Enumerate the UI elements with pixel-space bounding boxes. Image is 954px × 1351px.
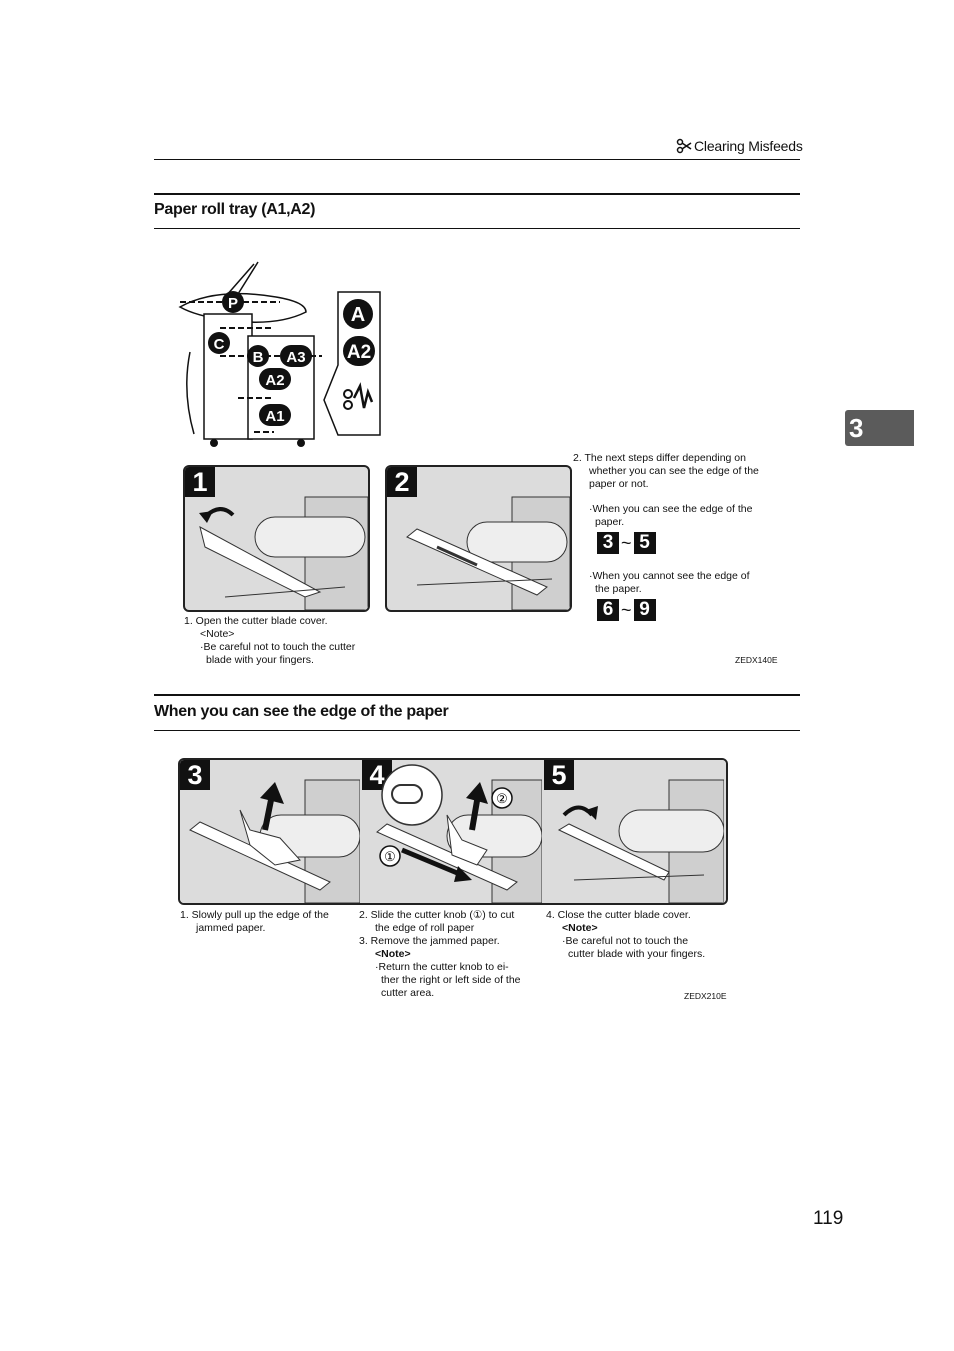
step4-caption-line2: the edge of roll paper — [375, 922, 475, 934]
callout-2: ② — [496, 791, 508, 806]
step4-caption-line1: 2. Slide the cutter knob (①) to cut — [359, 909, 515, 921]
step5-caption-line3: ·Be careful not to touch the — [562, 935, 689, 947]
step4-caption: 2. Slide the cutter knob (①) to cut the … — [359, 909, 521, 1000]
step1-illustration: 1 — [183, 465, 370, 612]
step1-caption-line1: 1. Open the cutter blade cover. — [184, 615, 328, 627]
callout-1: ① — [384, 849, 396, 864]
figure-code-2: ZEDX210E — [684, 991, 727, 1001]
branch-note-line2: whether you can see the edge of the — [589, 465, 759, 477]
branch-note-line1: 2. The next steps differ depending on — [573, 452, 746, 464]
step4-caption-line5: ·Return the cutter knob to ei- — [375, 961, 509, 973]
slide-knob-figure: ① ② — [376, 764, 542, 903]
step-badge-3[interactable]: 3 — [597, 532, 619, 554]
step3-caption: 1. Slowly pull up the edge of the jammed… — [180, 909, 329, 935]
branch-note: 2. The next steps differ depending on wh… — [573, 452, 759, 625]
legend-label-a2: A2 — [347, 342, 371, 363]
location-label-p: P — [228, 295, 238, 312]
step4-caption-line3: 3. Remove the jammed paper. — [359, 935, 500, 947]
legend-label-a: A — [351, 304, 365, 326]
option-a-step-range: 3~5 — [573, 532, 759, 558]
misfeed-icon — [343, 382, 374, 410]
step5-panel: 5 — [544, 760, 726, 903]
location-label-b: B — [253, 349, 264, 366]
step1-caption: 1. Open the cutter blade cover. <Note> ·… — [184, 615, 355, 667]
step4-caption-note-label: <Note> — [375, 948, 411, 960]
cutter-cover-open-figure — [199, 496, 368, 610]
option-a-line2: paper. — [595, 516, 625, 528]
step2-number: 2 — [387, 467, 417, 497]
location-label-a3: A3 — [286, 349, 305, 366]
step5-number: 5 — [544, 760, 574, 790]
step1-caption-line4: blade with your fingers. — [206, 654, 314, 666]
step3-panel: 3 — [180, 760, 364, 903]
step4-panel: 4 ① ② — [362, 760, 546, 903]
machine-location-diagram: P C B A3 A2 A1 — [178, 261, 322, 447]
option-b-step-range: 6~9 — [573, 599, 759, 625]
step5-caption: 4. Close the cutter blade cover. <Note> … — [546, 909, 705, 961]
step3-caption-line2: jammed paper. — [196, 922, 266, 934]
step1-number: 1 — [185, 467, 215, 497]
page-number: 119 — [813, 1208, 844, 1229]
running-header: Clearing Misfeeds — [676, 138, 803, 154]
step3-number: 3 — [180, 760, 210, 790]
figure-code-1: ZEDX140E — [735, 655, 778, 665]
step5-caption-line4: cutter blade with your fingers. — [568, 948, 706, 960]
step-badge-5[interactable]: 5 — [633, 532, 656, 554]
range-separator: ~ — [621, 599, 632, 620]
step4-caption-line6: ther the right or left side of the — [381, 974, 521, 986]
step-badge-6[interactable]: 6 — [597, 599, 619, 621]
section2-top-rule — [154, 694, 800, 696]
branch-note-line3: paper or not. — [589, 478, 649, 490]
close-cover-figure — [557, 779, 724, 903]
section2-title: When you can see the edge of the paper — [154, 703, 449, 720]
step5-caption-note-label: <Note> — [562, 922, 598, 934]
step1-caption-note-label: <Note> — [200, 628, 235, 640]
cutter-cover-figure — [406, 496, 570, 610]
location-label-a2: A2 — [265, 372, 284, 389]
option-a-line1: ·When you can see the edge of the — [589, 503, 753, 515]
pull-paper-figure — [189, 779, 360, 903]
step4-caption-line7: cutter area. — [381, 987, 435, 999]
range-separator: ~ — [621, 532, 632, 553]
location-label-a1: A1 — [265, 408, 284, 425]
section1-title: Paper roll tray (A1,A2) — [154, 201, 316, 218]
section2-bottom-rule — [154, 730, 800, 731]
option-b-line1: ·When you cannot see the edge of — [589, 570, 750, 582]
control-panel-legend: A A2 — [323, 291, 381, 436]
section1-bottom-rule — [154, 228, 800, 229]
step3-caption-line1: 1. Slowly pull up the edge of the — [180, 909, 329, 921]
steps-3-5-illustration: 3 4 ① ② 5 — [178, 758, 728, 905]
location-label-c: C — [214, 336, 225, 353]
step2-illustration: 2 — [385, 465, 572, 612]
header-section-text: Clearing Misfeeds — [694, 138, 803, 154]
chapter-tab[interactable]: 3 — [845, 410, 914, 446]
step-badge-9[interactable]: 9 — [633, 599, 656, 621]
option-b-line2: the paper. — [595, 583, 642, 595]
section1-top-rule — [154, 193, 800, 195]
step5-caption-line1: 4. Close the cutter blade cover. — [546, 909, 691, 921]
scissors-icon — [676, 138, 692, 154]
step1-caption-line3: ·Be careful not to touch the cutter — [200, 641, 356, 653]
header-rule — [154, 159, 800, 160]
